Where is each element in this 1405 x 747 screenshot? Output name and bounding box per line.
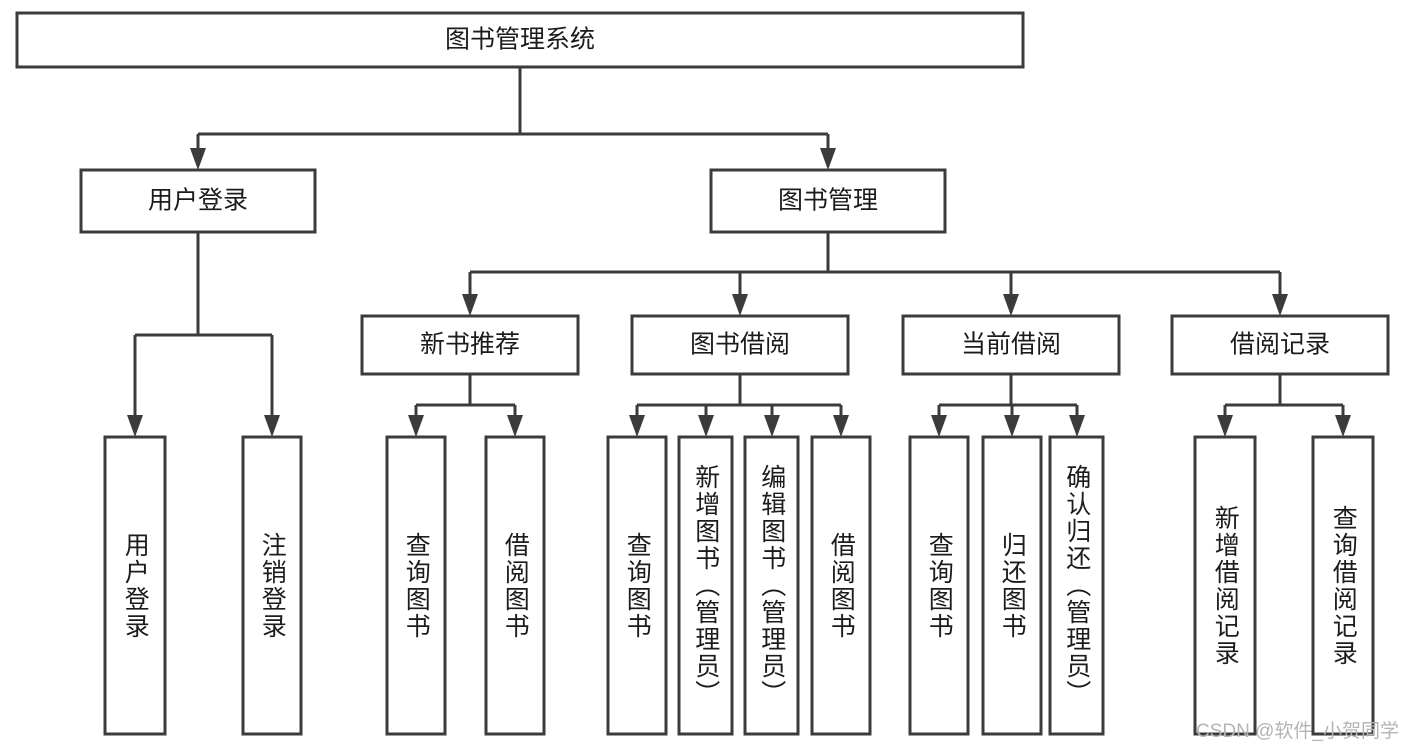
connector-n-new-book-rec <box>408 374 523 437</box>
node-n-new-book-rec-label: 新书推荐 <box>420 331 520 359</box>
arrow-head-icon <box>507 415 523 437</box>
csdn-watermark: CSDN @软件_小贺同学 <box>1196 721 1399 742</box>
node-l-query-book-1-box <box>385 435 447 736</box>
arrow-head-icon <box>264 415 280 437</box>
node-n-book-borrow-label: 图书借阅 <box>690 331 790 359</box>
node-l-query-record-box <box>1311 435 1375 736</box>
node-n-book-manage-box <box>709 168 947 234</box>
node-n-new-book-rec-box <box>360 314 580 376</box>
arrow-head-icon <box>698 415 714 437</box>
node-l-query-book-2-box <box>606 435 668 736</box>
arrow-head-icon <box>732 294 748 316</box>
node-l-confirm-return-box <box>1048 435 1105 736</box>
node-n-current-borrow-label: 当前借阅 <box>961 331 1061 359</box>
node-root-box <box>15 11 1025 69</box>
arrow-head-icon <box>833 415 849 437</box>
node-n-current-borrow-box <box>901 314 1121 376</box>
node-l-borrow-book-2-box <box>810 435 872 736</box>
node-l-add-record-box <box>1193 435 1257 736</box>
node-l-user-login-box <box>103 435 167 736</box>
arrow-head-icon <box>1272 294 1288 316</box>
connector-root <box>190 67 836 170</box>
node-l-return-book-box <box>981 435 1043 736</box>
node-box-layer <box>15 11 1390 736</box>
connector-n-book-manage <box>462 232 1288 316</box>
node-n-borrow-record-label: 借阅记录 <box>1230 331 1330 359</box>
arrow-head-icon <box>820 148 836 170</box>
arrow-head-icon <box>1069 415 1085 437</box>
node-l-query-book-3-box <box>908 435 970 736</box>
node-n-user-login-box <box>79 168 317 234</box>
connector-n-current-borrow <box>931 374 1085 437</box>
node-n-user-login-label: 用户登录 <box>148 187 248 215</box>
connector-layer <box>127 67 1351 437</box>
node-l-borrow-book-1-box <box>484 435 546 736</box>
arrow-head-icon <box>408 415 424 437</box>
arrow-head-icon <box>629 415 645 437</box>
node-n-book-borrow-box <box>630 314 850 376</box>
arrow-head-icon <box>1335 415 1351 437</box>
arrow-head-icon <box>190 148 206 170</box>
node-l-logout-box <box>241 435 303 736</box>
arrow-head-icon <box>462 294 478 316</box>
arrow-head-icon <box>1217 415 1233 437</box>
node-n-book-manage-label: 图书管理 <box>778 187 878 215</box>
arrow-head-icon <box>764 415 780 437</box>
connector-n-user-login <box>127 232 280 437</box>
connector-n-borrow-record <box>1217 374 1351 437</box>
node-root-label: 图书管理系统 <box>445 26 595 54</box>
arrow-head-icon <box>1004 415 1020 437</box>
node-n-borrow-record-box <box>1170 314 1390 376</box>
connector-n-book-borrow <box>629 374 849 437</box>
arrow-head-icon <box>127 415 143 437</box>
arrow-head-icon <box>1003 294 1019 316</box>
node-l-edit-book-box <box>743 435 800 736</box>
node-l-add-book-box <box>677 435 734 736</box>
arrow-head-icon <box>931 415 947 437</box>
